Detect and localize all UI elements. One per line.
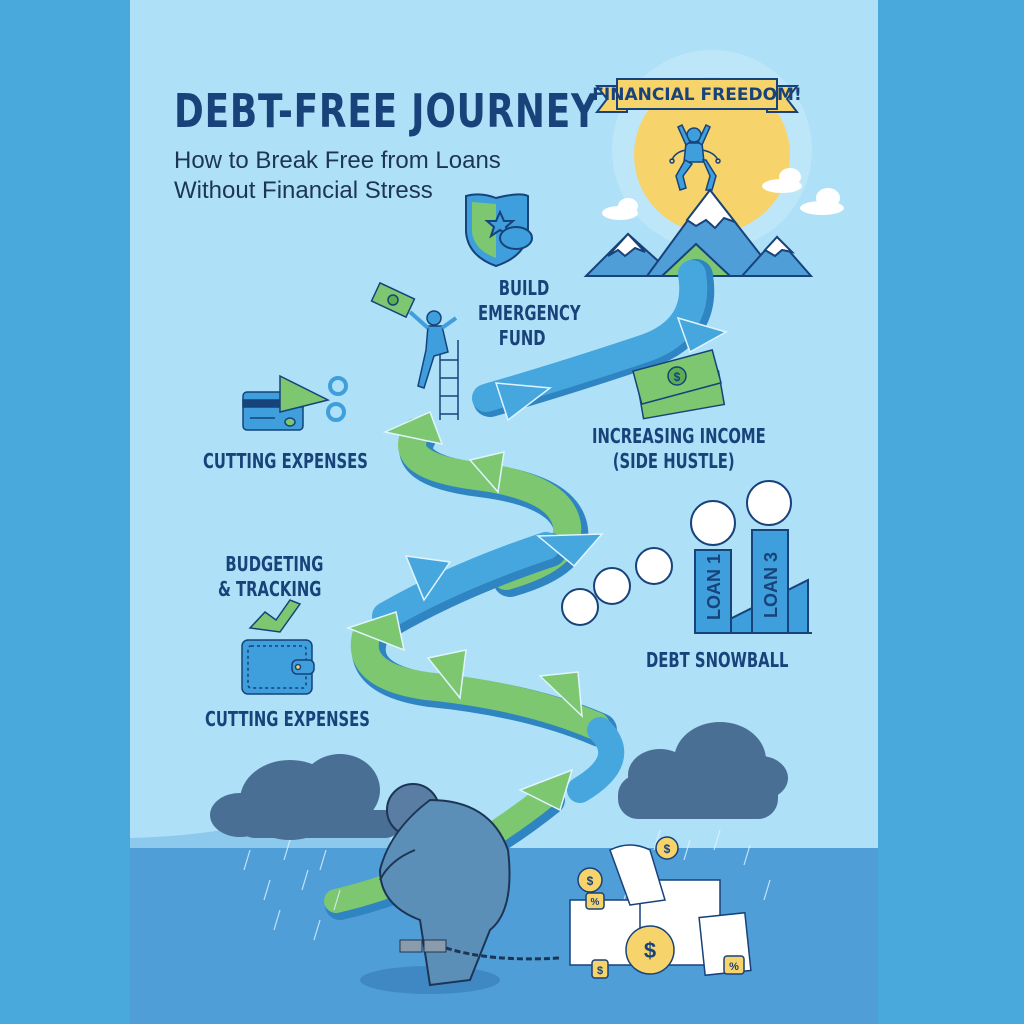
step-label-emergency-fund: BUILD EMERGENCY FUND	[478, 276, 581, 351]
svg-text:$: $	[664, 842, 671, 856]
step-label-debt-snowball: DEBT SNOWBALL	[646, 648, 788, 673]
label-line: CUTTING EXPENSES	[205, 707, 370, 731]
step-label-budgeting: BUDGETING & TRACKING	[218, 552, 323, 602]
subtitle-line-1: How to Break Free from Loans	[174, 147, 501, 174]
label-line: FUND	[498, 326, 546, 350]
step-label-increasing-income: INCREASING INCOME (SIDE HUSTLE)	[592, 424, 766, 474]
cash-bills-icon: $	[632, 349, 726, 420]
sun	[634, 77, 790, 233]
label-line: INCREASING INCOME	[592, 424, 766, 448]
storm-cloud-right	[618, 722, 788, 819]
stressed-person-chained-icon	[360, 783, 561, 994]
label-line: BUDGETING	[225, 552, 324, 576]
wallet-growth-icon	[241, 599, 315, 695]
svg-text:$: $	[597, 965, 603, 977]
svg-text:$: $	[644, 938, 656, 963]
step-label-cutting-expenses-bottom: CUTTING EXPENSES	[205, 707, 370, 732]
svg-text:$: $	[587, 874, 594, 888]
loan-1-label: LOAN 1	[704, 554, 724, 620]
label-line: (SIDE HUSTLE)	[612, 449, 735, 473]
shield-piggy-bank-icon	[465, 193, 533, 268]
illustration: FINANCIAL FREEDOM!	[130, 50, 844, 994]
label-line: & TRACKING	[218, 577, 322, 601]
step-label-cutting-expenses-top: CUTTING EXPENSES	[203, 449, 368, 474]
svg-text:%: %	[729, 961, 739, 973]
loan-3-label: LOAN 3	[761, 552, 781, 618]
rain	[243, 829, 771, 941]
subtitle-line-2: Without Financial Stress	[174, 177, 433, 204]
poster-panel: FINANCIAL FREEDOM!	[130, 0, 878, 1024]
financial-freedom-banner: FINANCIAL FREEDOM!	[592, 78, 802, 113]
banner-text: FINANCIAL FREEDOM!	[592, 85, 801, 105]
snowball-loans-icon: LOAN 1 LOAN 3	[561, 480, 812, 634]
celebrating-person-icon	[669, 123, 721, 191]
svg-text:%: %	[591, 897, 600, 908]
debt-paper-pile-icon: $ $ $ % % $	[569, 836, 752, 979]
cloud-icon	[602, 168, 844, 220]
ladder-climber-icon	[370, 281, 459, 420]
label-line: BUILD	[498, 276, 550, 300]
page-title: DEBT-FREE JOURNEY	[174, 84, 598, 138]
credit-card-scissors-icon	[242, 374, 348, 431]
label-line: DEBT SNOWBALL	[646, 648, 789, 672]
page-subtitle: How to Break Free from Loans Without Fin…	[174, 146, 501, 206]
label-line: EMERGENCY	[478, 301, 581, 325]
label-line: CUTTING EXPENSES	[203, 449, 368, 473]
svg-text:$: $	[674, 370, 681, 384]
storm-cloud-left	[210, 754, 400, 840]
